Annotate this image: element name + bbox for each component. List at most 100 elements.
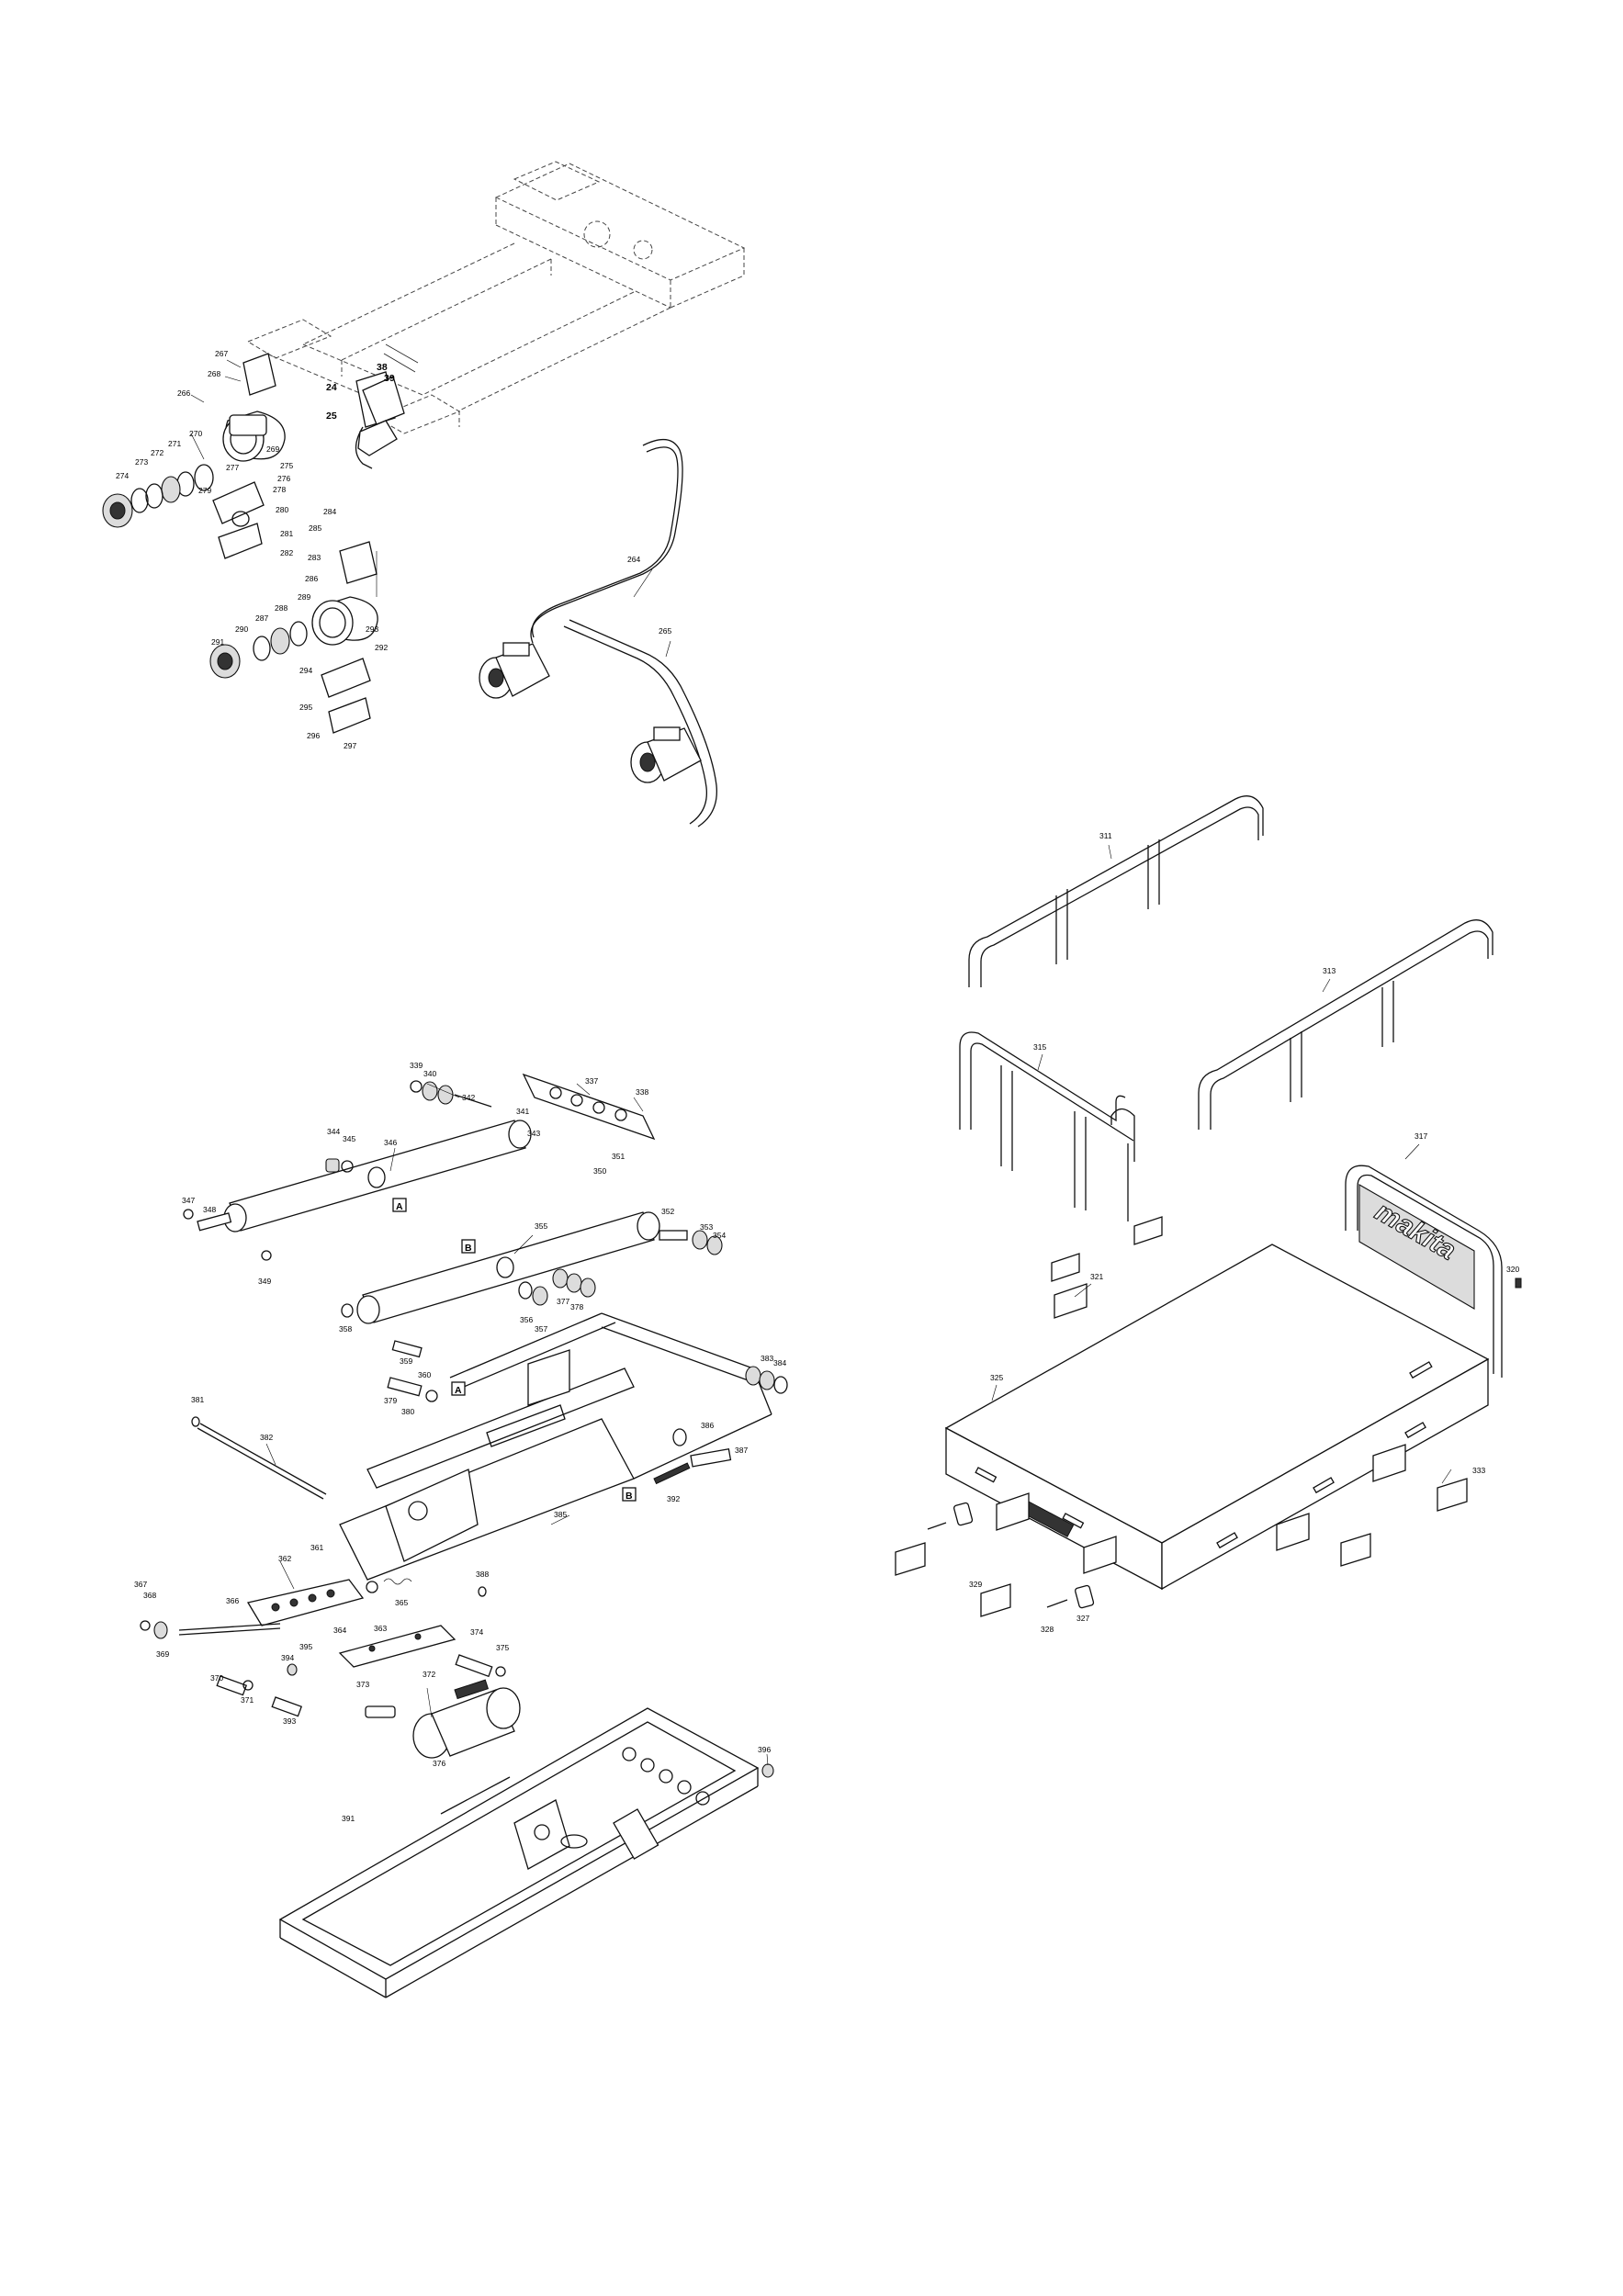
label-281: 281	[280, 529, 293, 538]
label-357: 357	[535, 1324, 547, 1334]
label-353: 353	[700, 1222, 713, 1232]
plate-markers	[392, 1198, 637, 1502]
label-38: 38	[377, 362, 388, 373]
label-288: 288	[275, 603, 287, 613]
label-381: 381	[191, 1395, 204, 1404]
label-295: 295	[299, 703, 312, 712]
label-360: 360	[418, 1370, 431, 1379]
label-273: 273	[135, 457, 148, 467]
pedal-lever-362	[246, 1579, 378, 1626]
label-280: 280	[276, 505, 288, 514]
motor-unit-265	[630, 726, 702, 783]
bearings-and-pins-upper	[183, 1080, 723, 1261]
label-337: 337	[585, 1076, 598, 1086]
label-311: 311	[1099, 831, 1112, 840]
label-387: 387	[735, 1446, 748, 1455]
label-284: 284	[323, 507, 336, 516]
lower-lift-arm-355	[356, 1211, 660, 1324]
label-345: 345	[343, 1134, 355, 1143]
label-356: 356	[520, 1315, 533, 1324]
label-365: 365	[395, 1598, 408, 1607]
label-25: 25	[326, 411, 337, 422]
label-379: 379	[384, 1396, 397, 1405]
label-289: 289	[298, 592, 310, 602]
rod-366	[140, 1620, 281, 1639]
chassis-frame-dashed	[246, 161, 746, 434]
label-320: 320	[1506, 1265, 1519, 1274]
label-383: 383	[761, 1354, 773, 1363]
tie-rod-264	[530, 439, 683, 644]
deck-corner-brackets	[996, 1216, 1406, 1574]
label-282: 282	[280, 548, 293, 557]
label-359: 359	[400, 1356, 412, 1366]
label-269: 269	[266, 445, 279, 454]
label-274: 274	[116, 471, 129, 480]
label-350: 350	[593, 1166, 606, 1176]
label-391: 391	[342, 1814, 355, 1823]
label-344: 344	[327, 1127, 340, 1136]
long-shaft-382	[191, 1416, 327, 1500]
plate-marker-b-upper: B	[465, 1243, 472, 1254]
label-378: 378	[570, 1302, 583, 1311]
label-394: 394	[281, 1653, 294, 1662]
pin-387-and-spring-392	[478, 1428, 732, 1597]
label-375: 375	[496, 1643, 509, 1652]
deck-assembly-labels: 311 313 315 317 320 321 325 333 327 328 …	[969, 831, 1519, 1634]
label-272: 272	[151, 448, 163, 457]
label-283: 283	[308, 553, 321, 562]
lift-assembly-labels: 339 340 342 337 338 341 343 344 345 346 …	[134, 1061, 786, 1823]
label-362: 362	[278, 1554, 291, 1563]
label-327: 327	[1076, 1614, 1089, 1623]
label-264: 264	[627, 555, 640, 564]
label-377: 377	[557, 1297, 569, 1306]
mid-bushings-377-378	[341, 1268, 596, 1318]
label-376: 376	[433, 1759, 445, 1768]
label-265: 265	[659, 626, 671, 636]
label-287: 287	[255, 613, 268, 623]
label-325: 325	[990, 1373, 1003, 1382]
label-355: 355	[535, 1221, 547, 1231]
label-278: 278	[273, 485, 286, 494]
label-388: 388	[476, 1570, 489, 1579]
label-343: 343	[527, 1129, 540, 1138]
label-373: 373	[356, 1680, 369, 1689]
handle-311	[968, 795, 1264, 987]
steering-arm-24-25	[357, 343, 419, 456]
label-395: 395	[299, 1642, 312, 1651]
steering-knuckle-lower	[209, 541, 378, 734]
bracket-372	[338, 1625, 456, 1668]
label-349: 349	[258, 1277, 271, 1286]
label-292: 292	[375, 643, 388, 652]
label-333: 333	[1472, 1466, 1485, 1475]
backrest-317: makita	[1345, 1165, 1522, 1378]
label-297: 297	[344, 741, 356, 750]
label-285: 285	[309, 523, 321, 533]
label-268: 268	[208, 369, 220, 378]
label-385: 385	[554, 1510, 567, 1519]
plate-marker-a-lower: A	[455, 1385, 462, 1396]
tie-rod-265	[563, 619, 717, 827]
lift-label-leaders	[265, 1083, 644, 1525]
label-271: 271	[168, 439, 181, 448]
label-372: 372	[423, 1670, 435, 1679]
label-275: 275	[280, 461, 293, 470]
rings-upper	[102, 464, 214, 528]
label-277: 277	[226, 463, 239, 472]
label-354: 354	[713, 1231, 726, 1240]
upper-lift-arm-346	[223, 1120, 532, 1232]
base-frame-391	[278, 1707, 774, 1998]
bracket-337	[522, 1073, 656, 1141]
label-363: 363	[374, 1624, 387, 1633]
label-24: 24	[326, 382, 337, 393]
label-296: 296	[307, 731, 320, 740]
label-328: 328	[1041, 1625, 1054, 1634]
handle-313	[1198, 919, 1493, 1130]
label-367: 367	[134, 1580, 147, 1589]
label-342: 342	[462, 1093, 475, 1102]
hub-upper	[212, 481, 265, 559]
label-384: 384	[773, 1358, 786, 1367]
label-358: 358	[339, 1324, 352, 1334]
label-339: 339	[410, 1061, 423, 1070]
label-317: 317	[1414, 1131, 1427, 1141]
label-340: 340	[423, 1069, 436, 1078]
